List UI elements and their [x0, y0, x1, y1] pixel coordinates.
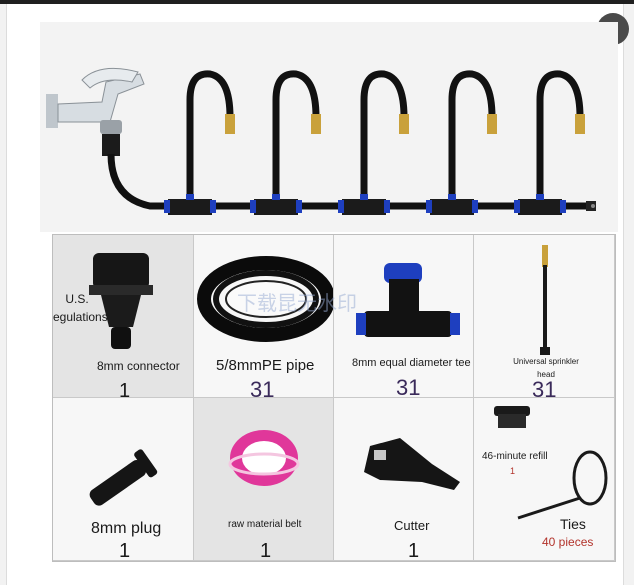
region-label: U.S. regulations — [53, 292, 108, 324]
item-qty: 1 — [119, 380, 131, 398]
tee-fitting-image — [356, 263, 460, 337]
item-card-tape: raw material belt 1 — [194, 398, 334, 561]
window-top-bar — [0, 0, 634, 4]
item-card-plug: 8mm plug 1 — [53, 398, 194, 561]
item-qty: 1 — [119, 540, 131, 561]
item-name: 8mm connector — [97, 359, 180, 373]
item-qty: 1 — [260, 540, 272, 561]
right-frame — [623, 4, 634, 585]
riser-3 — [338, 70, 409, 215]
ties-qty: 40 pieces — [542, 535, 594, 549]
item-card-pipe: 5/8mmPE pipe 31 — [194, 235, 334, 398]
plug-image — [89, 449, 158, 506]
item-name: raw material belt — [228, 519, 302, 530]
faucet-icon — [46, 67, 145, 156]
misting-system-illustration — [46, 67, 596, 215]
left-frame — [0, 4, 7, 585]
refill-and-ties-image — [494, 406, 608, 520]
item-name: Cutter — [394, 518, 430, 533]
pipe-coil-image — [197, 256, 333, 342]
connector-image — [89, 253, 153, 349]
components-grid: U.S. regulations 8mm connector 1 5/8mmPE… — [52, 234, 616, 562]
item-name: 8mm plug — [91, 520, 162, 537]
item-qty: 31 — [250, 377, 275, 398]
item-name: Universal sprinkler head — [513, 357, 579, 379]
product-hero-image — [40, 22, 618, 232]
cutter-image — [364, 438, 460, 490]
item-card-tee: 8mm equal diameter tee 31 — [334, 235, 474, 398]
item-qty: 1 — [408, 540, 420, 561]
riser-2 — [250, 70, 321, 215]
tape-roll-image — [228, 430, 300, 486]
riser-4 — [426, 70, 497, 215]
item-qty: 31 — [532, 377, 557, 398]
item-card-sprinkler: Universal sprinkler head 31 — [474, 235, 615, 398]
item-qty: 1 — [510, 466, 516, 476]
watermark: 下载昆无水印 — [237, 293, 357, 315]
item-card-cutter: Cutter 1 — [334, 398, 474, 561]
sprinkler-image — [540, 245, 550, 355]
ties-name: Ties — [560, 516, 586, 532]
item-name: 5/8mmPE pipe — [216, 357, 315, 374]
riser-5 — [514, 70, 585, 215]
riser-1 — [164, 70, 235, 215]
item-name: 46-minute refill — [482, 451, 548, 462]
item-name: 8mm equal diameter tee — [352, 357, 471, 369]
item-qty: 31 — [396, 375, 421, 398]
item-card-refill-ties: 46-minute refill 1 Ties 40 pieces — [474, 398, 615, 561]
item-card-connector: U.S. regulations 8mm connector 1 — [53, 235, 194, 398]
